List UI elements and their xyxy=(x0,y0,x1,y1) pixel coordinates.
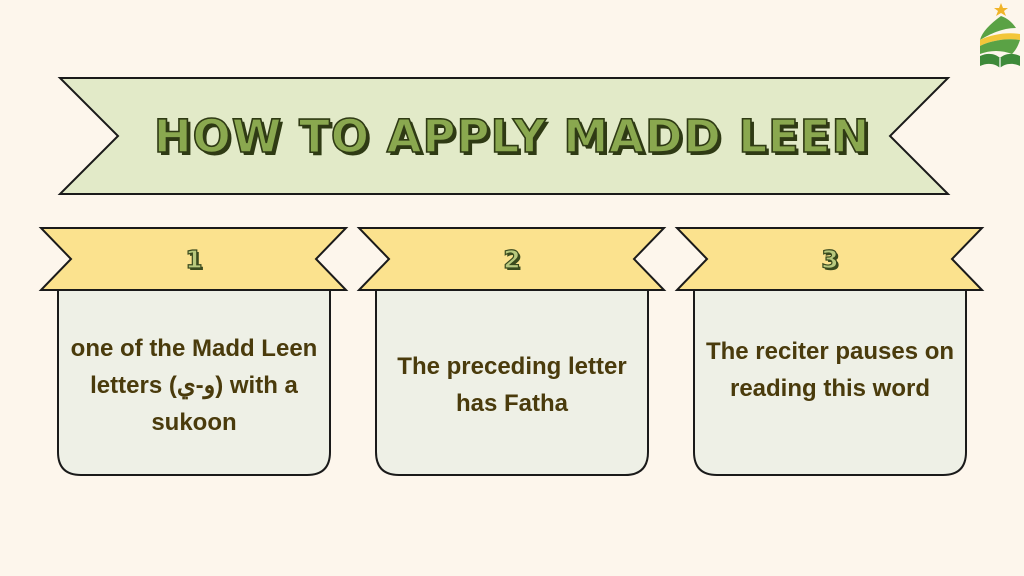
title-banner xyxy=(57,77,951,195)
page-title: HOW TO APPLY MADD LEEN xyxy=(153,109,871,164)
step-number-2: 2 xyxy=(503,244,522,274)
step-ribbon-3 xyxy=(674,227,985,291)
step-text-1: one of the Madd Leen letters (و-ي) with … xyxy=(70,334,318,436)
step-ribbon-1 xyxy=(38,227,349,291)
step-text-2: The preceding letter has Fatha xyxy=(397,353,627,417)
step-number-3: 3 xyxy=(821,244,840,274)
step-card-1 xyxy=(57,289,331,476)
step-ribbon-2 xyxy=(356,227,667,291)
step-text-3: The reciter pauses on reading this word xyxy=(705,338,955,402)
book-star-logo-icon xyxy=(980,3,1020,68)
step-card-2 xyxy=(375,289,649,476)
step-card-3 xyxy=(693,289,967,476)
step-number-1: 1 xyxy=(185,244,204,274)
